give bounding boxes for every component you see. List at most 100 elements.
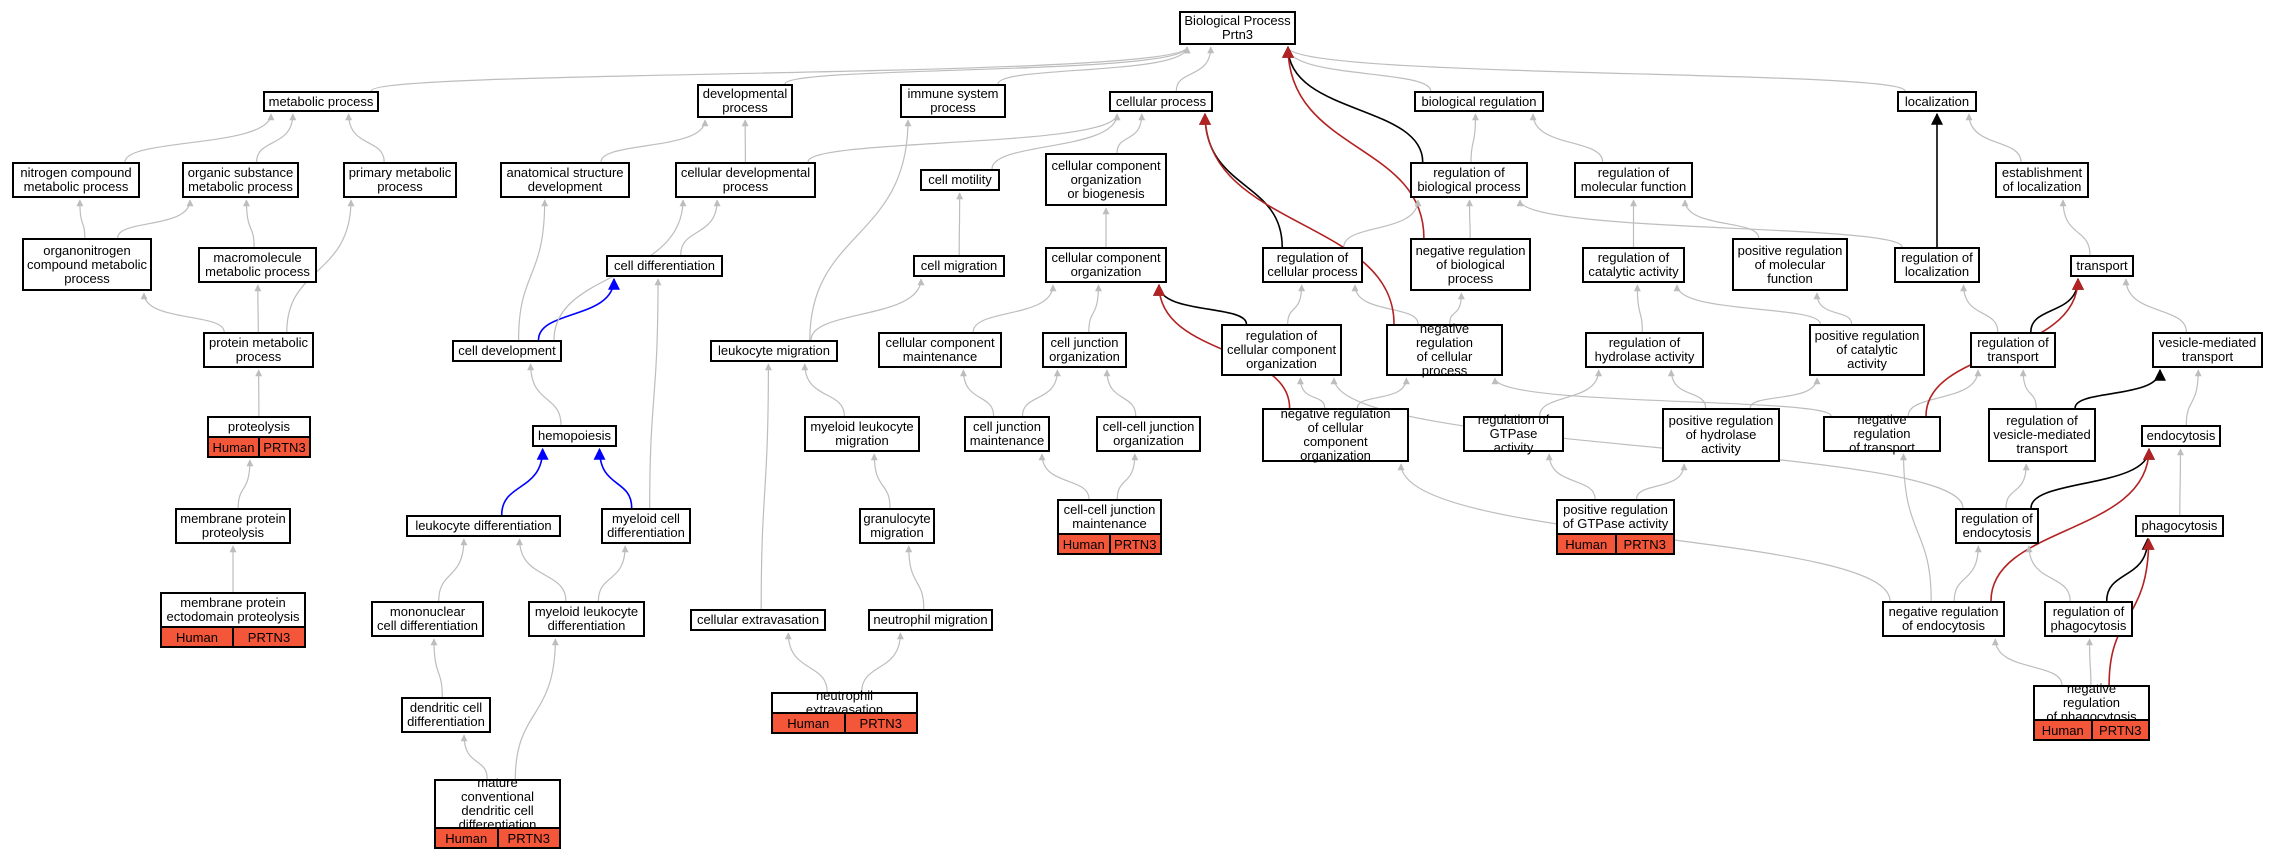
annotation-gene: PRTN3: [1614, 535, 1674, 553]
node-cell-cell-junction-organization[interactable]: cell-cell junction organization: [1096, 416, 1201, 452]
node-organic-substance-metabolic-process[interactable]: organic substance metabolic process: [182, 162, 299, 198]
edge-posregmol-to-regmol: [1681, 199, 1760, 239]
node-immune-system-process[interactable]: immune system process: [900, 84, 1006, 118]
node-myeloid-leukocyte-differentiation[interactable]: myeloid leukocyte differentiation: [528, 601, 645, 637]
node-leukocyte-migration[interactable]: leukocyte migration: [710, 340, 838, 362]
node-negative-regulation-of-phagocytosis[interactable]: negative regulation of phagocytosis: [2033, 682, 2150, 724]
node-cell-cell-junction-maintenance[interactable]: cell-cell junction maintenance: [1057, 499, 1162, 535]
edge-posregcat-to-posregmol: [1813, 292, 1853, 325]
edge-regendo-to-regvesmed: [2005, 463, 2030, 509]
edge-posreggtp-to-posreghyd: [1636, 463, 1688, 500]
node-endocytosis[interactable]: endocytosis: [2141, 425, 2221, 447]
edge-celldev-to-anatomical: [518, 199, 549, 341]
node-positive-regulation-of-catalytic-activity[interactable]: positive regulation of catalytic activit…: [1809, 324, 1925, 376]
node-dendritic-cell-differentiation[interactable]: dendritic cell differentiation: [401, 697, 491, 733]
node-myeloid-leukocyte-migration[interactable]: myeloid leukocyte migration: [804, 416, 920, 452]
node-positive-regulation-of-molecular-function[interactable]: positive regulation of molecular functio…: [1732, 238, 1848, 291]
edge-regendo-to-regcco: [1330, 377, 1964, 509]
node-regulation-of-transport[interactable]: regulation of transport: [1970, 332, 2056, 368]
node-cellular-component-organization-or-biogenesis[interactable]: cellular component organization or bioge…: [1045, 153, 1167, 206]
node-leukocyte-differentiation[interactable]: leukocyte differentiation: [406, 515, 561, 537]
node-negative-regulation-of-cellular-process[interactable]: negative regulation of cellular process: [1386, 322, 1503, 378]
node-cell-motility[interactable]: cell motility: [920, 169, 1000, 191]
node-transport[interactable]: transport: [2070, 255, 2134, 277]
node-granulocyte-migration[interactable]: granulocyte migration: [859, 508, 935, 544]
node-regulation-of-endocytosis[interactable]: regulation of endocytosis: [1955, 508, 2039, 544]
node-developmental-process[interactable]: developmental process: [697, 84, 793, 118]
node-regulation-of-hydrolase-activity[interactable]: regulation of hydrolase activity: [1585, 332, 1704, 368]
edge-regloc-to-regbio: [1516, 199, 1903, 248]
edge-negregendo-to-endocytosis: [1990, 447, 2155, 602]
edge-regphago-to-phagocytosis: [2105, 537, 2154, 602]
node-regulation-of-GTPase-activity[interactable]: regulation of GTPase activity: [1463, 413, 1564, 455]
node-cell-differentiation[interactable]: cell differentiation: [606, 255, 723, 277]
node-myeloid-cell-differentiation[interactable]: myeloid cell differentiation: [601, 508, 691, 544]
node-mononuclear-cell-differentiation[interactable]: mononuclear cell differentiation: [371, 601, 484, 637]
node-cellular-developmental-process[interactable]: cellular developmental process: [675, 162, 816, 198]
node-regulation-of-localization[interactable]: regulation of localization: [1894, 247, 1980, 283]
annotation-gene: PRTN3: [496, 829, 560, 847]
edge-endocytosis-to-vesmed: [2185, 369, 2202, 426]
node-negative-regulation-of-transport[interactable]: negative regulation of transport: [1823, 413, 1941, 455]
node-regulation-of-catalytic-activity[interactable]: regulation of catalytic activity: [1582, 247, 1685, 283]
node-negative-regulation-of-cellular-component-organization[interactable]: negative regulation of cellular componen…: [1262, 407, 1409, 463]
edge-mcdc-to-dendritic: [460, 734, 488, 780]
node-regulation-of-biological-process[interactable]: regulation of biological process: [1410, 162, 1528, 198]
node-proteolysis[interactable]: proteolysis: [207, 416, 311, 438]
node-positive-regulation-of-hydrolase-activity[interactable]: positive regulation of hydrolase activit…: [1662, 408, 1780, 462]
node-localization[interactable]: localization: [1897, 91, 1977, 112]
edge-ccjo-to-cjo: [1103, 369, 1137, 417]
edge-posreghyd-to-reghyd: [1667, 369, 1707, 409]
node-establishment-of-localization[interactable]: establishment of localization: [1995, 162, 2089, 198]
node-regulation-of-vesicle-mediated-transport[interactable]: regulation of vesicle-mediated transport: [1988, 408, 2096, 462]
edge-primary-to-metabolic: [345, 113, 385, 163]
edge-celldiff-to-celldevproc: [680, 199, 721, 256]
node-biological-regulation[interactable]: biological regulation: [1414, 91, 1544, 112]
node-cellular-component-organization[interactable]: cellular component organization: [1045, 247, 1167, 283]
node-negative-regulation-of-endocytosis[interactable]: negative regulation of endocytosis: [1882, 601, 2005, 637]
node-cellular-extravasation[interactable]: cellular extravasation: [690, 609, 826, 631]
node-cell-migration[interactable]: cell migration: [913, 255, 1005, 277]
edge-mydiff-to-celldiff: [649, 278, 662, 509]
node-cell-junction-maintenance[interactable]: cell junction maintenance: [964, 416, 1050, 452]
edge-negregbio-to-root: [1282, 45, 1425, 239]
node-regulation-of-cellular-process[interactable]: regulation of cellular process: [1262, 247, 1363, 283]
node-nitrogen-compound-metabolic-process[interactable]: nitrogen compound metabolic process: [12, 162, 140, 198]
node-negative-regulation-of-biological-process[interactable]: negative regulation of biological proces…: [1410, 238, 1531, 291]
annotation-gene: PRTN3: [843, 714, 917, 732]
node-macromolecule-metabolic-process[interactable]: macromolecule metabolic process: [198, 247, 317, 283]
node-regulation-of-phagocytosis[interactable]: regulation of phagocytosis: [2044, 601, 2133, 637]
edge-negregcell-to-cellular: [1199, 112, 1395, 325]
node-membrane-protein-ectodomain-proteolysis[interactable]: membrane protein ectodomain proteolysis: [160, 592, 306, 628]
node-cellular-process[interactable]: cellular process: [1109, 91, 1213, 112]
node-regulation-of-cellular-component-organization[interactable]: regulation of cellular component organiz…: [1221, 324, 1342, 376]
edge-regvesmed-to-vesmed: [2074, 368, 2166, 409]
edge-anatomical-to-developmental: [600, 119, 709, 163]
node-metabolic-process[interactable]: metabolic process: [263, 91, 379, 112]
edge-hemopoiesis-to-celldev: [527, 363, 562, 426]
edge-nitrogen-to-metabolic: [124, 113, 275, 163]
node-cell-junction-organization[interactable]: cell junction organization: [1042, 332, 1127, 368]
node-membrane-protein-proteolysis[interactable]: membrane protein proteolysis: [175, 508, 291, 544]
edge-leukdiff-to-hemopoiesis: [500, 447, 549, 516]
edge-ccjm-to-ccjo: [1116, 453, 1139, 500]
node-regulation-of-molecular-function[interactable]: regulation of molecular function: [1574, 162, 1693, 198]
node-positive-regulation-of-GTPase-activity[interactable]: positive regulation of GTPase activity: [1556, 499, 1675, 535]
node-cellular-component-maintenance[interactable]: cellular component maintenance: [878, 332, 1002, 368]
node-mature-conventional-dendritic-cell-differentiation[interactable]: mature conventional dendritic cell diffe…: [434, 776, 561, 832]
node-vesicle-mediated-transport[interactable]: vesicle-mediated transport: [2152, 332, 2263, 368]
node-primary-metabolic-process[interactable]: primary metabolic process: [343, 162, 457, 198]
edge-negregtrans-to-negregcell: [1491, 377, 1832, 417]
node-organonitrogen-compound-metabolic-process[interactable]: organonitrogen compound metabolic proces…: [22, 238, 152, 291]
node-hemopoiesis[interactable]: hemopoiesis: [532, 425, 617, 447]
node-neutrophil-migration[interactable]: neutrophil migration: [868, 609, 993, 631]
node-anatomical-structure-development[interactable]: anatomical structure development: [500, 162, 630, 198]
node-protein-metabolic-process[interactable]: protein metabolic process: [203, 332, 314, 368]
node-neutrophil-extravasation[interactable]: neutrophil extravasation: [771, 689, 918, 717]
node-phagocytosis[interactable]: phagocytosis: [2135, 515, 2224, 537]
root-gene: Prtn3: [1221, 27, 1254, 42]
annotation-gene: PRTN3: [258, 438, 309, 456]
root-node[interactable]: Biological Process Prtn3: [1179, 11, 1296, 45]
node-cell-development[interactable]: cell development: [452, 340, 562, 362]
